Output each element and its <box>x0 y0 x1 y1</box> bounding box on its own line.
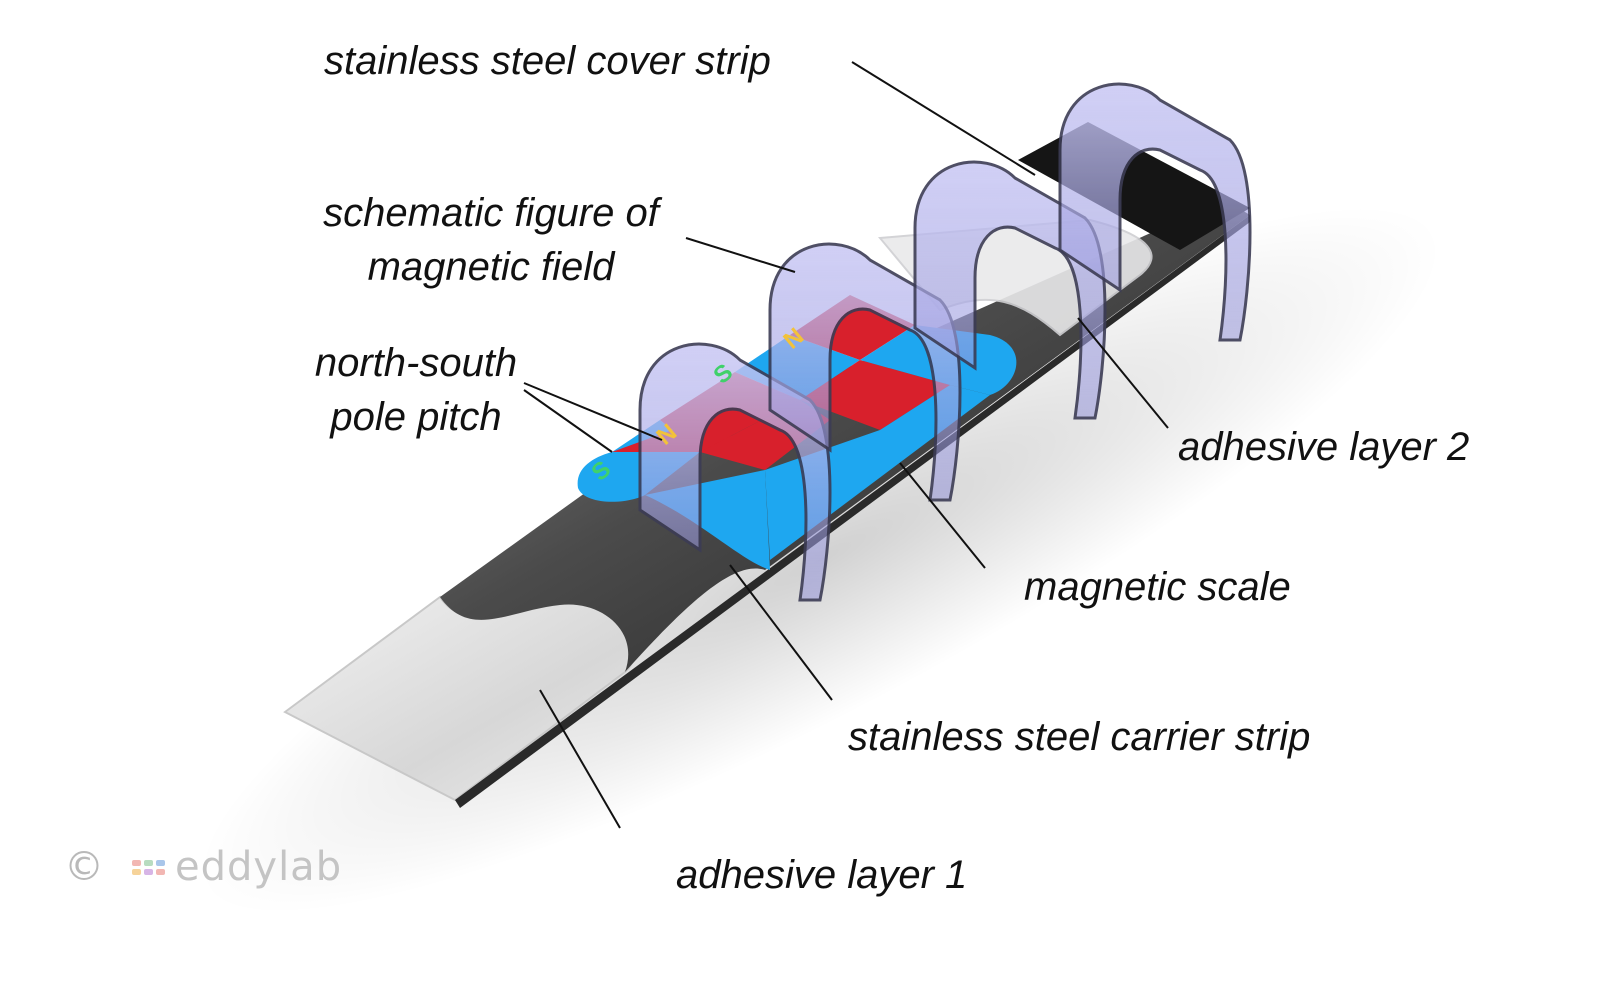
leader-pole-pitch-a <box>523 382 663 441</box>
field-arc-4 <box>1058 82 1252 342</box>
carrier-strip-edge <box>455 215 1250 808</box>
label-adhesive-layer-1: adhesive layer 1 <box>676 853 968 897</box>
label-pole-pitch-line2: pole pitch <box>330 395 502 439</box>
leader-pole-pitch-b <box>523 389 613 453</box>
leader-carrier-strip <box>729 564 833 701</box>
label-magnetic-field: schematic figure of magnetic field <box>300 186 682 294</box>
leader-lines <box>523 61 1169 829</box>
field-arc-hoop-3 <box>913 160 1107 420</box>
logo-wordmark: eddylab <box>175 844 343 890</box>
field-arc-2 <box>768 242 962 502</box>
logo-dot-1 <box>132 859 141 866</box>
label-carrier-strip: stainless steel carrier strip <box>848 715 1311 759</box>
leader-magnetic-field <box>685 237 796 273</box>
eddylab-logo: © eddylab <box>64 847 342 887</box>
leader-magnetic-scale <box>899 462 986 569</box>
field-arc-hoop-2 <box>768 242 962 502</box>
field-arc-3 <box>913 160 1107 420</box>
label-pole-pitch: north-south pole pitch <box>300 336 532 444</box>
logo-dot-2 <box>144 859 153 866</box>
field-arc-hoop-4 <box>1058 82 1252 342</box>
logo-dot-6 <box>156 868 165 875</box>
logo-dot-4 <box>132 868 141 875</box>
label-magnetic-field-line1: schematic figure of <box>323 191 659 235</box>
logo-dot-5 <box>144 868 153 875</box>
leader-cover-strip <box>851 61 1036 176</box>
logo-dot-3 <box>156 859 165 866</box>
label-cover-strip: stainless steel cover strip <box>324 39 771 83</box>
logo-dots-icon <box>132 859 165 875</box>
copyright-icon: © <box>64 844 104 890</box>
label-adhesive-layer-2: adhesive layer 2 <box>1178 425 1470 469</box>
label-magnetic-field-line2: magnetic field <box>367 245 615 289</box>
north-pole-segment-8 <box>800 360 950 430</box>
leader-adhesive-1 <box>539 689 621 829</box>
label-pole-pitch-line1: north-south <box>314 341 518 385</box>
label-magnetic-scale: magnetic scale <box>1024 565 1291 609</box>
magnetic-field-arcs <box>638 82 1252 602</box>
leader-adhesive-2 <box>1077 317 1169 429</box>
